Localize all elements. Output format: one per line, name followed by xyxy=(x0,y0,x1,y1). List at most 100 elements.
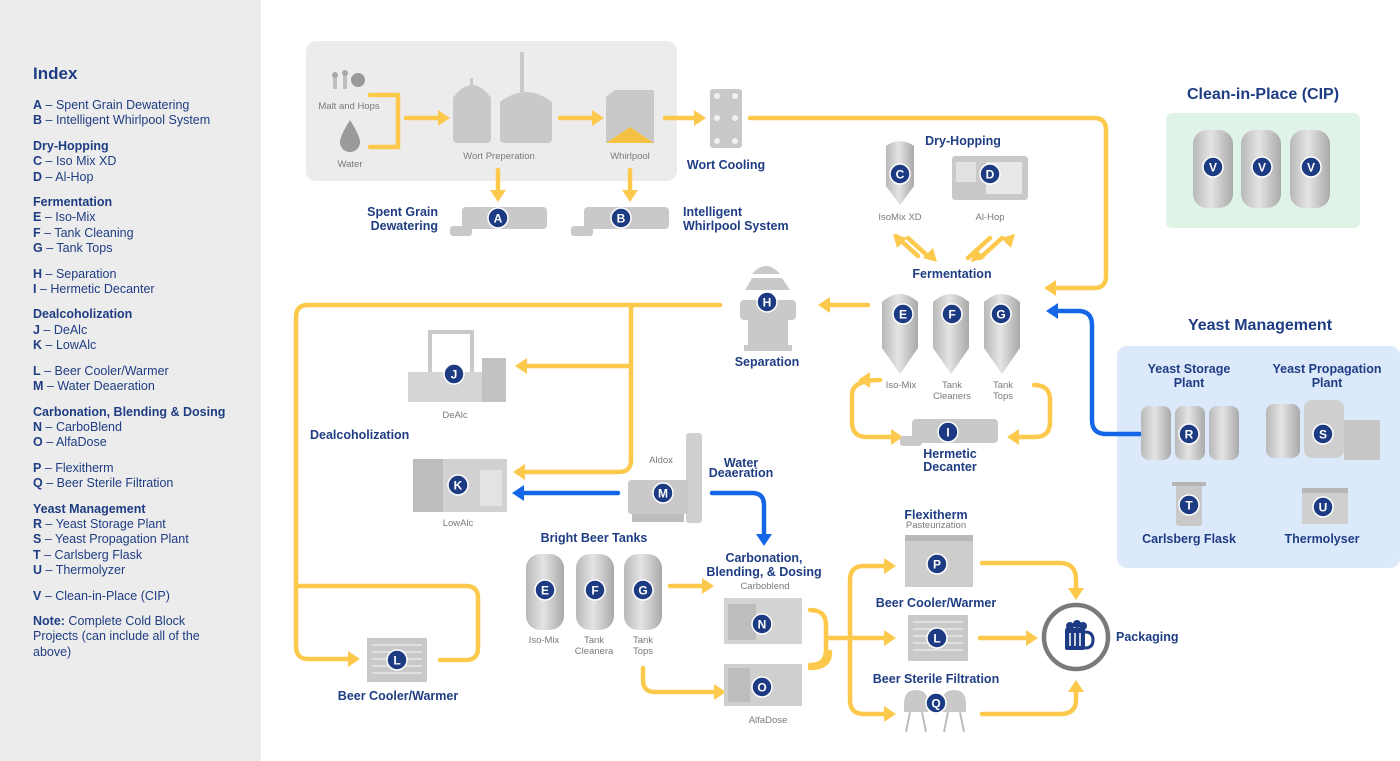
label-thermolyser: Thermolyser xyxy=(1284,532,1360,546)
label-pasteurization: Pasteurization xyxy=(905,520,967,531)
badge-letter: C xyxy=(896,168,905,182)
badge-letter: I xyxy=(946,426,949,440)
label-yeast-storage-2: Plant xyxy=(1173,376,1205,390)
index-item-label: Yeast Propagation Plant xyxy=(55,532,189,547)
label-intelligent-1: Intelligent xyxy=(683,205,743,219)
label-packaging: Packaging xyxy=(1116,630,1179,644)
index-item-label: Beer Sterile Filtration xyxy=(56,476,174,491)
label-yeast-management: Yeast Management xyxy=(1187,317,1333,334)
index-item-dash: – xyxy=(42,169,56,184)
label-fermentation: Fermentation xyxy=(912,267,992,281)
index-item-key: T xyxy=(33,547,41,562)
label-ferm-tank-cleaners-1: Tank xyxy=(941,380,963,391)
index-item-dash: – xyxy=(40,547,55,562)
badge-letter: V xyxy=(1258,161,1266,175)
index-item-dash: – xyxy=(42,113,56,128)
label-carboblend: Carboblend xyxy=(740,581,790,592)
index-item-dash: – xyxy=(39,322,54,337)
index-note: Note: Complete Cold Block Projects (can … xyxy=(33,614,223,660)
index-item-dash: – xyxy=(42,435,56,450)
badge-letter: J xyxy=(451,368,458,382)
badge-q: Q xyxy=(925,692,947,714)
label-ferm-tank-tops-2: Tops xyxy=(992,391,1014,402)
index-item: R – Yeast Storage Plant xyxy=(33,517,255,532)
wort-cooling-icon xyxy=(710,89,742,148)
badge-circle xyxy=(1312,496,1334,518)
label-carbonation-2: Blending, & Dosing xyxy=(706,565,822,579)
alfadose-unit-icon xyxy=(724,664,802,706)
index-item-dash: – xyxy=(42,476,57,491)
index-item-key: N xyxy=(33,419,43,434)
badge-letter: V xyxy=(1209,161,1217,175)
index-item-dash: – xyxy=(36,282,51,297)
label-alfadose: AlfaDose xyxy=(748,715,788,726)
thermolyser-icon xyxy=(1302,488,1348,524)
index-item-label: Water Deaeration xyxy=(57,379,155,394)
label-carlsberg-flask: Carlsberg Flask xyxy=(1142,532,1236,546)
badge-circle xyxy=(447,474,469,496)
badge-letter: S xyxy=(1319,428,1327,442)
index-item: P – Flexitherm xyxy=(33,461,255,476)
badge-circle xyxy=(889,163,911,185)
badge-letter: V xyxy=(1307,161,1315,175)
label-hermetic-1: Hermetic xyxy=(923,447,977,461)
badge-letter: E xyxy=(541,584,549,598)
index-item-label: Flexitherm xyxy=(55,460,114,475)
index-group-title: Dry-Hopping xyxy=(33,138,109,153)
index-item-key: P xyxy=(33,460,42,475)
badge-f: F xyxy=(584,579,606,601)
badge-circle xyxy=(1312,423,1334,445)
index-group-title: Carbonation, Blending & Dosing xyxy=(33,404,226,419)
index-item-key: S xyxy=(33,532,42,547)
label-cip: Clean-in-Place (CIP) xyxy=(1186,86,1340,103)
index-item: D – Al-Hop xyxy=(33,170,255,185)
index-item-key: H xyxy=(33,266,43,281)
label-hermetic-2: Decanter xyxy=(923,460,977,474)
malt-hops-icon xyxy=(332,70,365,89)
index-item-key: I xyxy=(33,282,37,297)
badge-circle xyxy=(892,303,914,325)
label-bbt-iso-mix: Iso-Mix xyxy=(528,635,560,646)
badge-n: N xyxy=(751,613,773,635)
label-lowalc: LowAlc xyxy=(442,518,474,529)
index-group-title: Fermentation xyxy=(33,195,113,210)
label-bbt-tank-tops-2: Tops xyxy=(632,646,654,657)
badge-f: F xyxy=(941,303,963,325)
index-item-label: Beer Cooler/Warmer xyxy=(54,363,169,378)
index-item: L – Beer Cooler/Warmer xyxy=(33,364,255,379)
label-yeast-storage-1: Yeast Storage xyxy=(1147,362,1231,376)
badge-circle xyxy=(925,692,947,714)
badge-letter: R xyxy=(1185,428,1194,442)
index-item: N – CarboBlend xyxy=(33,420,255,435)
badge-c: C xyxy=(889,163,911,185)
label-wort-cooling: Wort Cooling xyxy=(686,158,766,172)
index-item-dash: – xyxy=(42,338,56,353)
index-item: F – Tank Cleaning xyxy=(33,226,255,241)
label-spent-grain-1: Spent Grain xyxy=(367,205,438,219)
badge-circle xyxy=(1251,156,1273,178)
index-note-label: Note: xyxy=(33,613,65,628)
index-item-dash: – xyxy=(42,266,56,281)
index-item: M – Water Deaeration xyxy=(33,379,255,394)
index-item: E – Iso-Mix xyxy=(33,210,255,225)
index-item-key: D xyxy=(33,169,43,184)
index-item-key: F xyxy=(33,225,41,240)
index-item: C – Iso Mix XD xyxy=(33,154,255,169)
badge-circle xyxy=(937,421,959,443)
index-item-label: DeAlc xyxy=(53,322,88,337)
badge-letter: L xyxy=(393,654,400,668)
index-item: U – Thermolyzer xyxy=(33,563,255,578)
badge-letter: Q xyxy=(931,697,940,711)
badge-b: B xyxy=(610,207,632,229)
index-item-label: Al-Hop xyxy=(55,169,94,184)
index-item-key: K xyxy=(33,338,43,353)
label-beer-sterile-filtration: Beer Sterile Filtration xyxy=(872,672,1000,686)
badge-j: J xyxy=(443,363,465,385)
badge-circle xyxy=(1202,156,1224,178)
index-item: J – DeAlc xyxy=(33,323,255,338)
index-item-dash: – xyxy=(41,460,56,475)
badge-p: P xyxy=(926,553,948,575)
badge-circle xyxy=(1178,423,1200,445)
